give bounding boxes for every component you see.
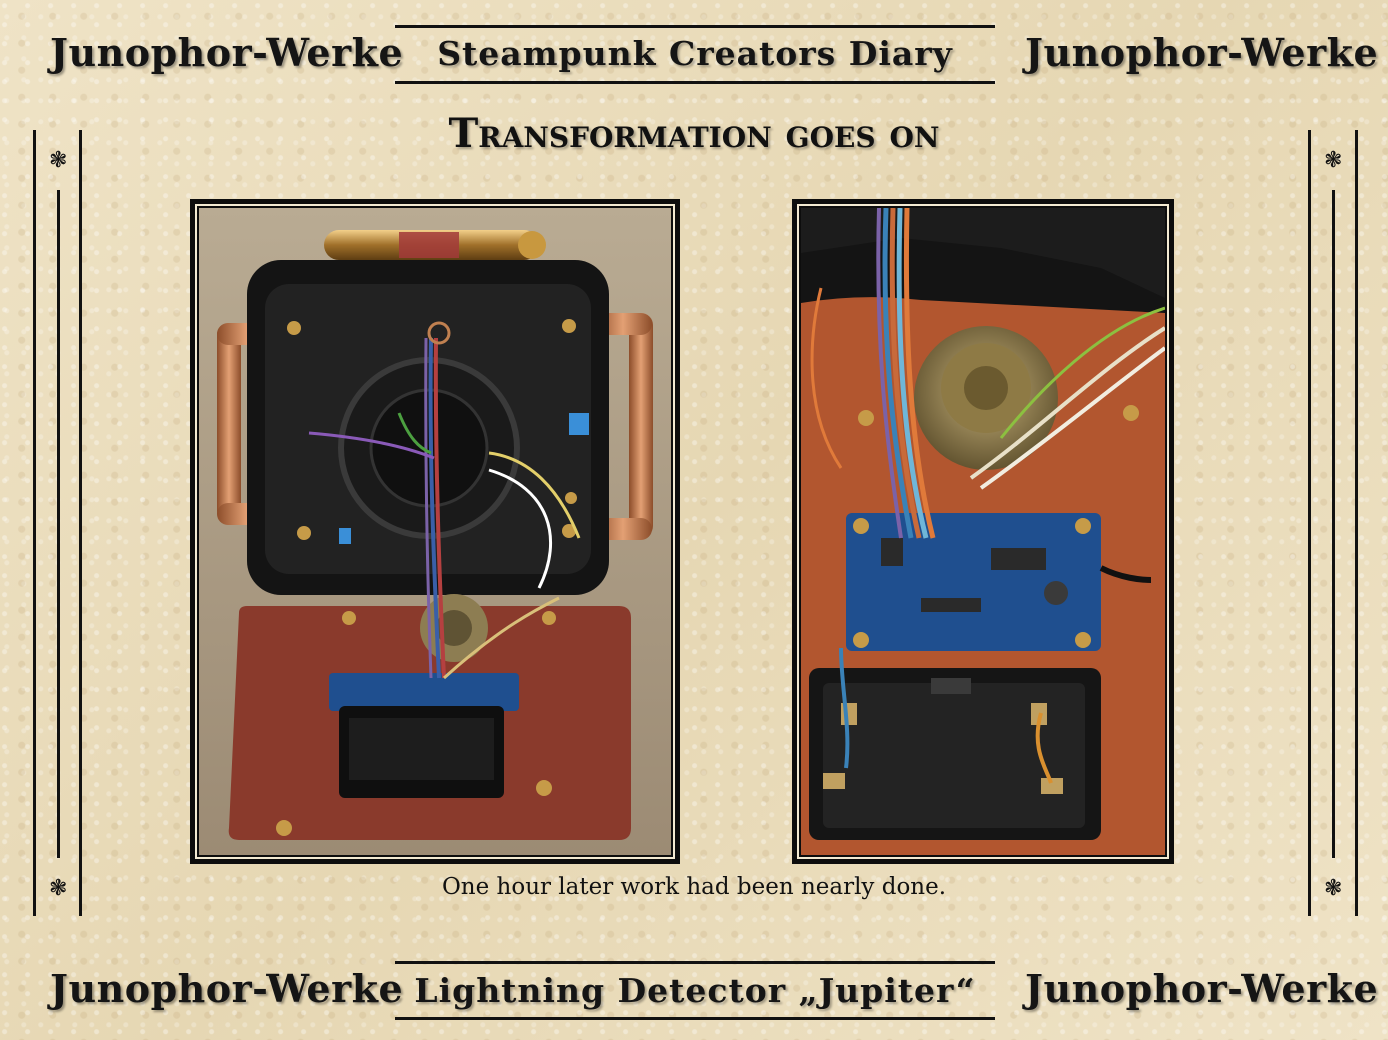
footer-brand-left: Junophor-Werke (50, 966, 404, 1011)
header-rule-top (395, 25, 995, 28)
ornament-icon: ❃ (1324, 876, 1343, 901)
header-brand-right: Junophor-Werke (1025, 30, 1379, 75)
ornament-icon: ❃ (49, 876, 68, 901)
photo-frame-left (190, 199, 680, 864)
right-border-outer (1355, 130, 1358, 916)
header-rule-bottom (395, 81, 995, 84)
right-border-inner (1332, 190, 1335, 858)
photo-circuit-board (801, 208, 1165, 855)
right-border-thin (1308, 130, 1311, 916)
footer-title: Lightning Detector „Jupiter“ (414, 971, 976, 1010)
ornament-icon: ❃ (1324, 148, 1343, 173)
photo-caption: One hour later work had been nearly done… (441, 874, 947, 900)
left-border-inner (57, 190, 60, 858)
left-border-thin (79, 130, 82, 916)
footer-rule-top (395, 961, 995, 964)
footer-rule-bottom (395, 1017, 995, 1020)
ornament-icon: ❃ (49, 148, 68, 173)
page-title: Transformation goes on (448, 110, 940, 157)
photo-frame-right (792, 199, 1174, 864)
header-brand-left: Junophor-Werke (50, 30, 404, 75)
footer-brand-right: Junophor-Werke (1025, 966, 1379, 1011)
photo-opened-case (199, 208, 671, 855)
header-title: Steampunk Creators Diary (437, 34, 953, 73)
left-border-outer (33, 130, 36, 916)
